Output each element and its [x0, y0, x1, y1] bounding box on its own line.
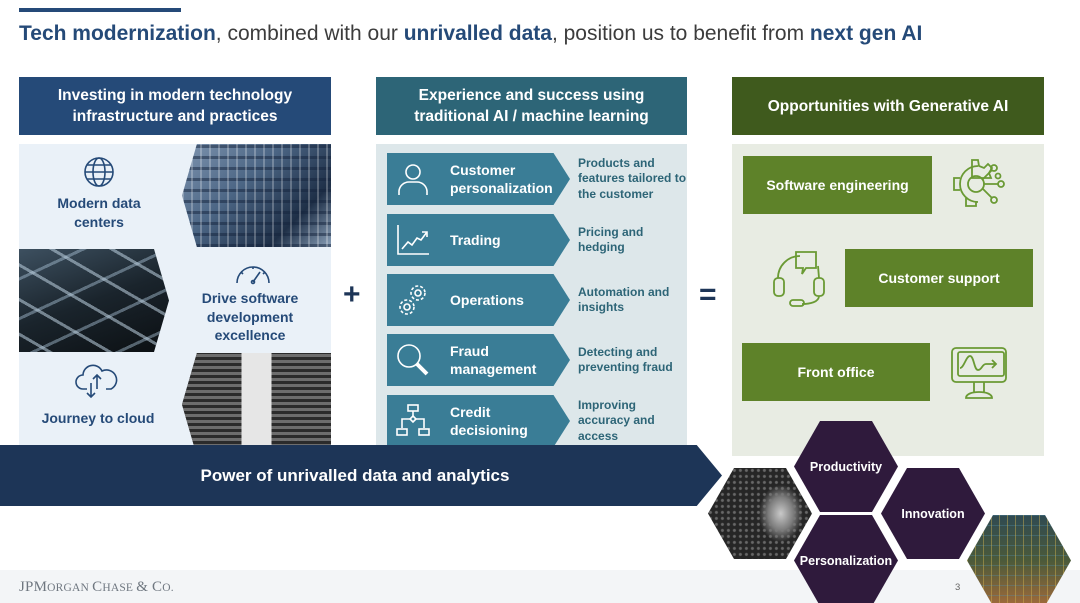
ai-use-case-chevron: [387, 334, 570, 386]
plus-operator: +: [343, 278, 361, 311]
speedometer-icon: [236, 266, 270, 285]
footer-bar: [0, 570, 1080, 603]
page-number: 3: [955, 582, 961, 593]
equals-operator: =: [699, 278, 717, 311]
generative-ai-header-text: Opportunities with Generative AI: [767, 97, 1009, 115]
server-room-photo: [182, 353, 331, 456]
logo-part: O.: [162, 582, 174, 594]
gears-icon: [399, 285, 426, 315]
logo-part: C: [92, 579, 103, 595]
traditional-ai-header-text: Experience and success using traditional…: [414, 87, 649, 125]
ai-use-case-label: Credit decisioning: [450, 403, 528, 439]
generative-ai-header: Opportunities with Generative AI: [732, 77, 1044, 135]
customer-support-box: Customer support: [845, 249, 1033, 307]
infrastructure-header: Investing in modern technology infrastru…: [19, 77, 331, 135]
person-icon: [398, 164, 428, 195]
ai-use-case-row: Trading Pricing and hedging: [387, 214, 687, 266]
data-analytics-banner: [0, 445, 722, 506]
ai-use-case-row: Credit decisioning Improving accuracy an…: [387, 395, 687, 447]
hexagon-label: Productivity: [809, 459, 883, 474]
title-part: , position us to benefit from: [551, 22, 810, 45]
title-part: unrivalled data: [403, 22, 552, 45]
ai-use-case-label: Fraud management: [450, 342, 537, 378]
ai-use-case-chevron: [387, 214, 570, 266]
ai-use-case-label: Trading: [450, 231, 501, 248]
ai-use-case-description: Improving accuracy and access: [578, 397, 655, 443]
innovation-hexagon: Innovation: [881, 468, 985, 559]
software-engineering-box: Software engineering: [743, 156, 932, 214]
data-analytics-banner-text: Power of unrivalled data and analytics: [200, 465, 510, 485]
ai-use-case-description: Pricing and hedging: [578, 224, 644, 255]
hexagon-label: Personalization: [799, 553, 893, 568]
ai-use-case-label: Operations: [450, 291, 524, 308]
logo-part: ORGAN: [47, 582, 93, 594]
cloud-upload-download-icon: [75, 364, 118, 399]
gear-circuit-icon: [953, 159, 1005, 207]
logo-part: JPM: [19, 579, 48, 595]
infrastructure-header-text: Investing in modern technology infrastru…: [57, 87, 293, 125]
ai-use-case-label: Customer personalization: [450, 161, 553, 197]
modern-data-centers-label: Modern data centers: [57, 195, 141, 230]
magnifier-icon: [397, 344, 429, 376]
ai-use-case-description: Detecting and preventing fraud: [578, 344, 673, 375]
ai-use-case-row: Operations Automation and insights: [387, 274, 687, 326]
page-title: Tech modernization, combined with our un…: [19, 22, 922, 46]
highway-interchange-photo: [19, 249, 169, 352]
title-part: , combined with our: [215, 22, 404, 45]
title-part: next gen AI: [809, 22, 923, 45]
hexagon-label: Innovation: [901, 506, 965, 521]
ai-use-case-description: Automation and insights: [578, 284, 670, 315]
company-logo: JPMORGAN CHASE & CO.: [19, 579, 174, 596]
title-accent-rule: [19, 8, 181, 12]
ai-use-case-description: Products and features tailored to the cu…: [578, 155, 687, 201]
ai-use-case-chevron: [387, 153, 570, 205]
front-office-box: Front office: [742, 343, 930, 401]
ai-use-case-row: Customer personalization Products and fe…: [387, 153, 687, 205]
ai-use-case-row: Fraud management Detecting and preventin…: [387, 334, 687, 386]
monitor-chart-icon: [951, 347, 1007, 399]
globe-icon: [84, 157, 114, 187]
flowchart-icon: [396, 404, 430, 436]
drive-software-label: Drive software development excellence: [201, 290, 299, 343]
logo-part: & C: [136, 579, 163, 595]
trending-chart-icon: [397, 225, 429, 255]
journey-to-cloud-label: Journey to cloud: [41, 410, 155, 426]
ai-use-case-chevron: [387, 395, 570, 447]
ai-face-hexagon-photo: [708, 468, 812, 559]
traditional-ai-header: Experience and success using traditional…: [376, 77, 687, 135]
circuit-board-photo: [182, 144, 331, 247]
headset-icon: [773, 251, 825, 307]
title-part: Tech modernization: [19, 22, 216, 45]
logo-part: HASE: [102, 582, 137, 594]
